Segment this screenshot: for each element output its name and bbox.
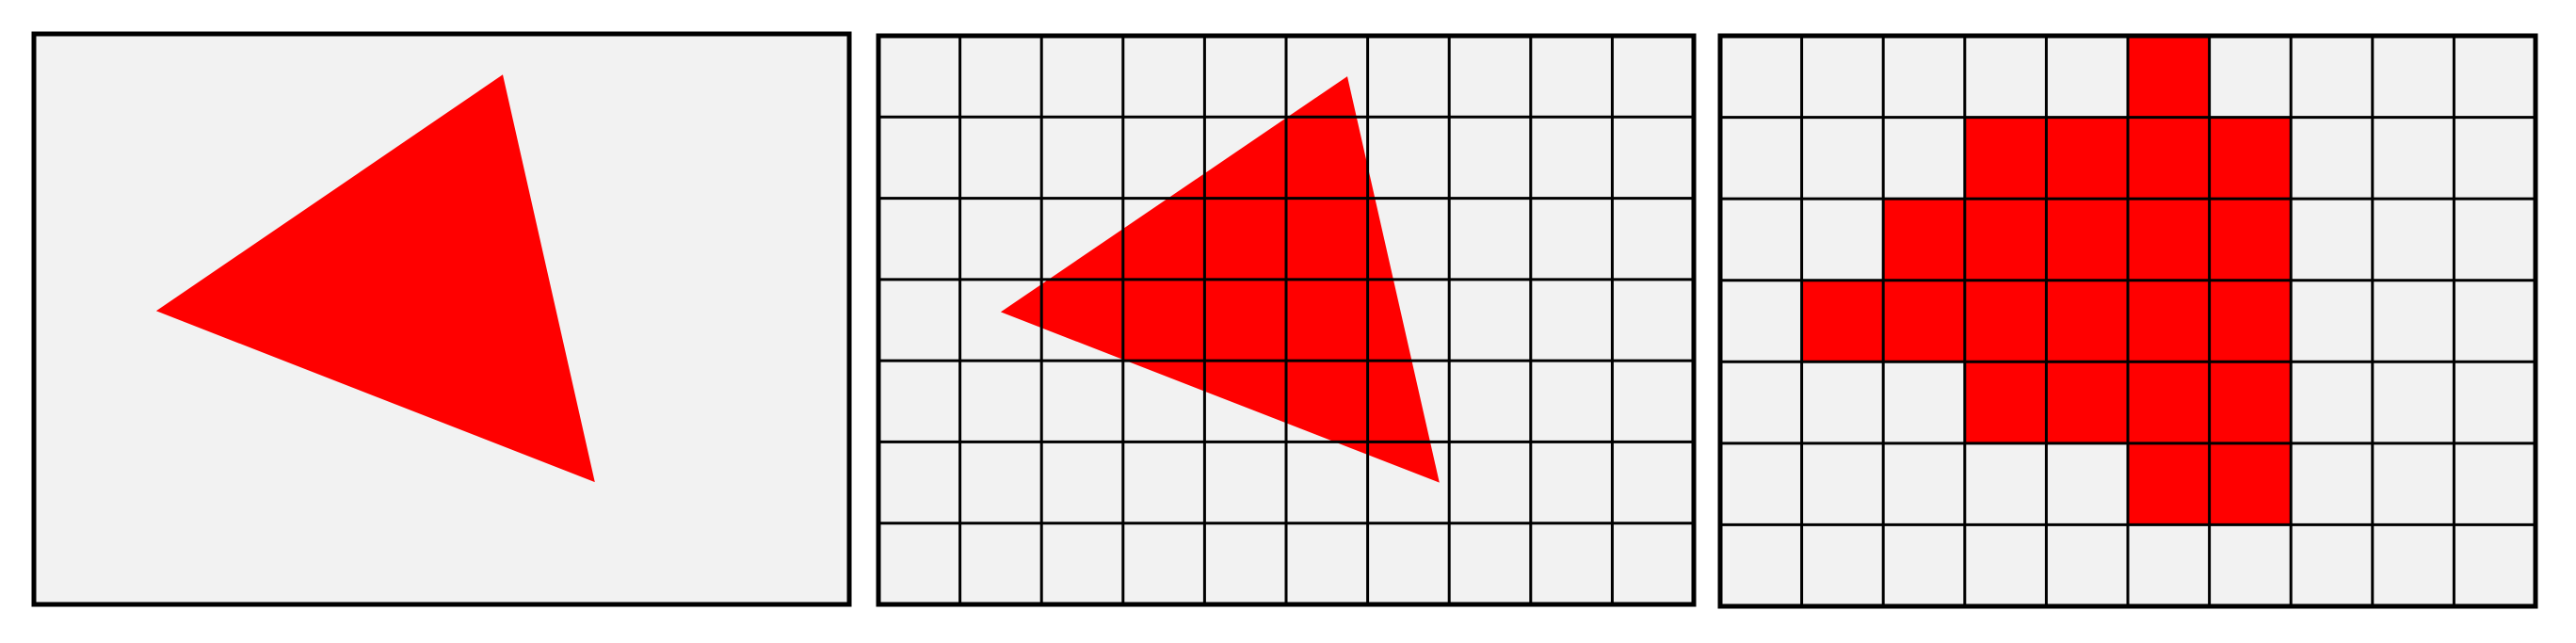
panel-border [1717, 33, 2538, 609]
filled-pixel [1883, 280, 1965, 362]
filled-pixel [1964, 280, 2047, 362]
filled-pixel [1883, 199, 1965, 281]
filled-pixel [2128, 442, 2210, 525]
filled-pixel [2128, 280, 2210, 362]
filled-pixel [2046, 362, 2128, 443]
filled-pixel [1964, 199, 2047, 281]
filled-pixel [2128, 36, 2210, 118]
panel-continuous-triangle [31, 31, 852, 607]
filled-pixel [2128, 117, 2210, 200]
panel-border [876, 33, 1697, 607]
filled-pixel [2128, 362, 2210, 443]
filled-pixel [1964, 117, 2047, 200]
filled-pixel [2046, 280, 2128, 362]
filled-pixel [2046, 199, 2128, 281]
filled-pixel [1801, 280, 1884, 362]
filled-pixel [2209, 199, 2292, 281]
filled-pixel [2128, 199, 2210, 281]
panel-border [31, 31, 852, 607]
red-triangle [155, 74, 595, 483]
filled-pixel [2209, 280, 2292, 362]
panel-triangle-over-grid [876, 33, 1697, 607]
filled-pixel [2209, 117, 2292, 200]
panel-rasterized-triangle [1717, 33, 2538, 609]
filled-pixel [2209, 442, 2292, 525]
filled-pixel [2046, 117, 2128, 200]
filled-pixel [2209, 362, 2292, 443]
filled-pixel [1964, 362, 2047, 443]
